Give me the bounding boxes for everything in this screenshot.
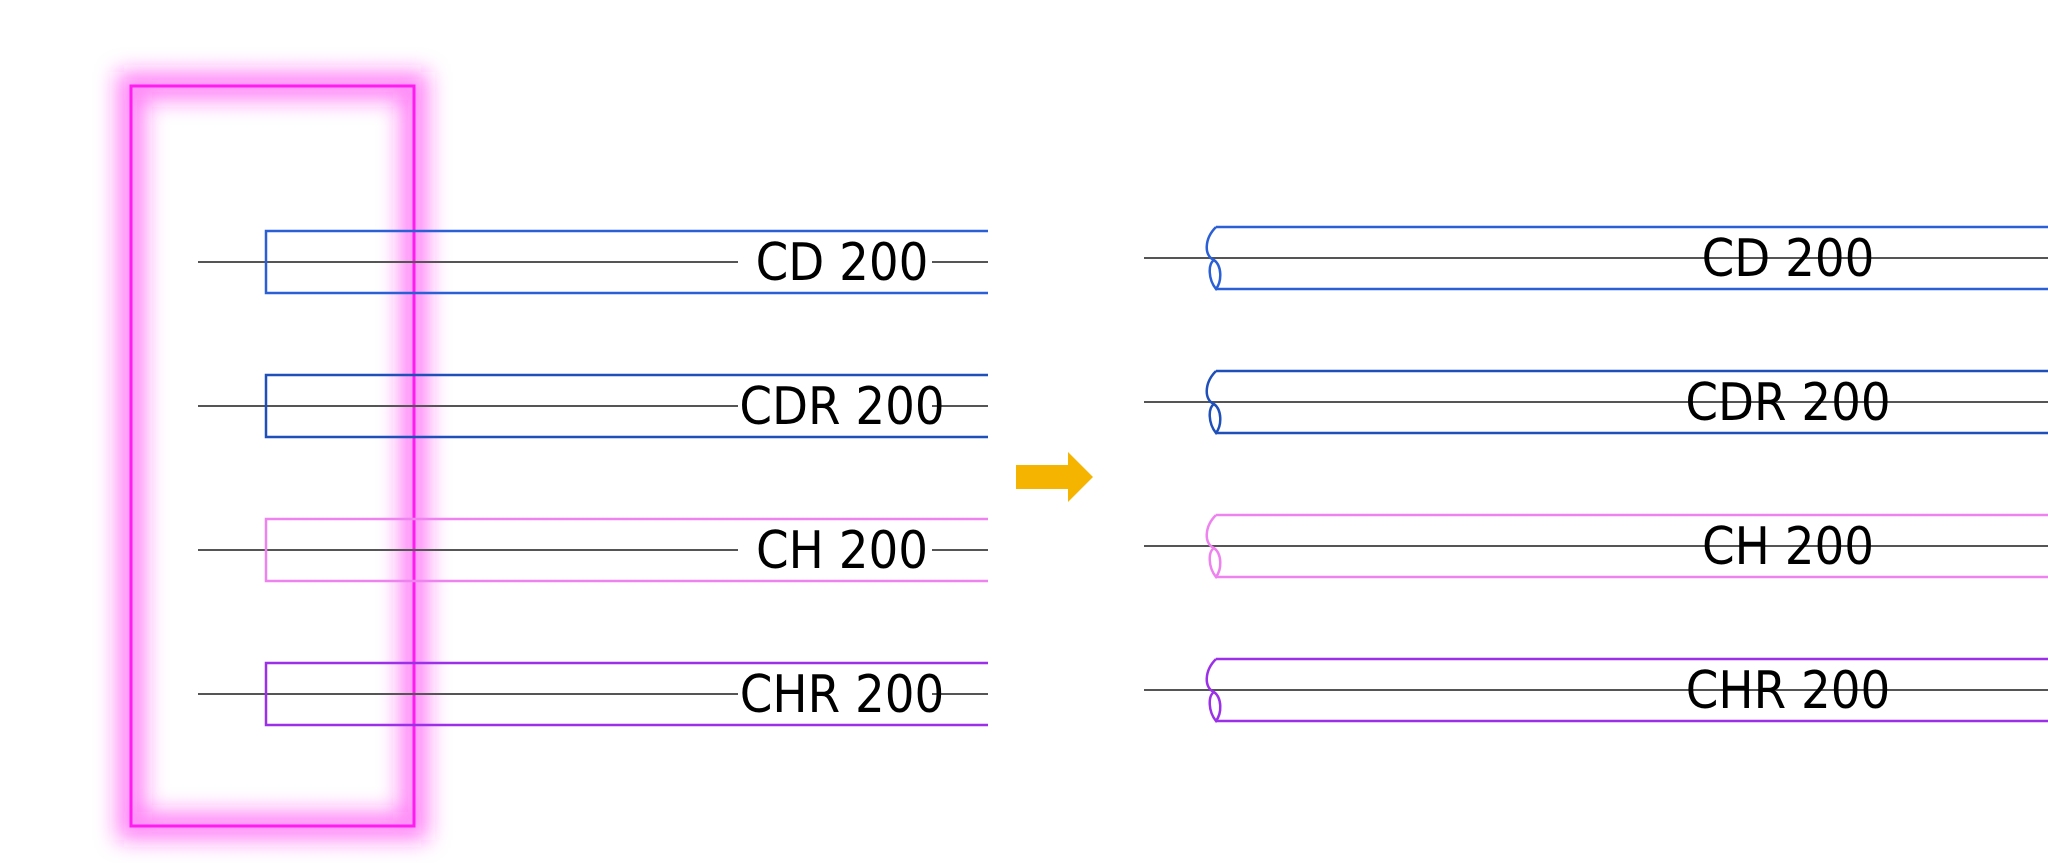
selection-highlight <box>117 72 428 840</box>
pipe-break-symbol <box>1205 226 1222 292</box>
pipe-before-cdr[interactable]: CDR 200 <box>198 373 988 439</box>
pipe-after-cd[interactable]: CD 200 <box>1144 225 2048 292</box>
pipe-before-chr[interactable]: CHR 200 <box>198 661 988 727</box>
selection-box <box>129 84 416 828</box>
pipe-before-cd[interactable]: CD 200 <box>198 229 988 295</box>
pipe-label: CDR 200 <box>739 377 944 437</box>
pipe-after-ch[interactable]: CH 200 <box>1144 513 2048 580</box>
pipe-break-symbol <box>1205 658 1222 724</box>
pipe-outline <box>264 373 988 439</box>
pipe-label: CDR 200 <box>1685 373 1890 433</box>
pipe-after-cdr[interactable]: CDR 200 <box>1144 369 2048 436</box>
pipe-break-symbol <box>1205 514 1222 580</box>
right-arrow-icon <box>1016 452 1093 502</box>
pipe-label: CH 200 <box>1702 517 1874 577</box>
pipe-break-symbol <box>1205 370 1222 436</box>
pipe-after-chr[interactable]: CHR 200 <box>1144 657 2048 724</box>
pipe-outline <box>264 229 988 295</box>
pipe-label: CHR 200 <box>1686 661 1891 721</box>
pipe-label: CHR 200 <box>740 665 945 725</box>
pipe-before-ch[interactable]: CH 200 <box>198 517 988 583</box>
pipe-label: CH 200 <box>756 521 928 581</box>
pipe-label: CD 200 <box>756 233 929 293</box>
pipe-outline <box>264 661 988 727</box>
pipe-outline <box>264 517 988 583</box>
pipe-label: CD 200 <box>1702 229 1875 289</box>
selection-glow <box>117 72 428 840</box>
